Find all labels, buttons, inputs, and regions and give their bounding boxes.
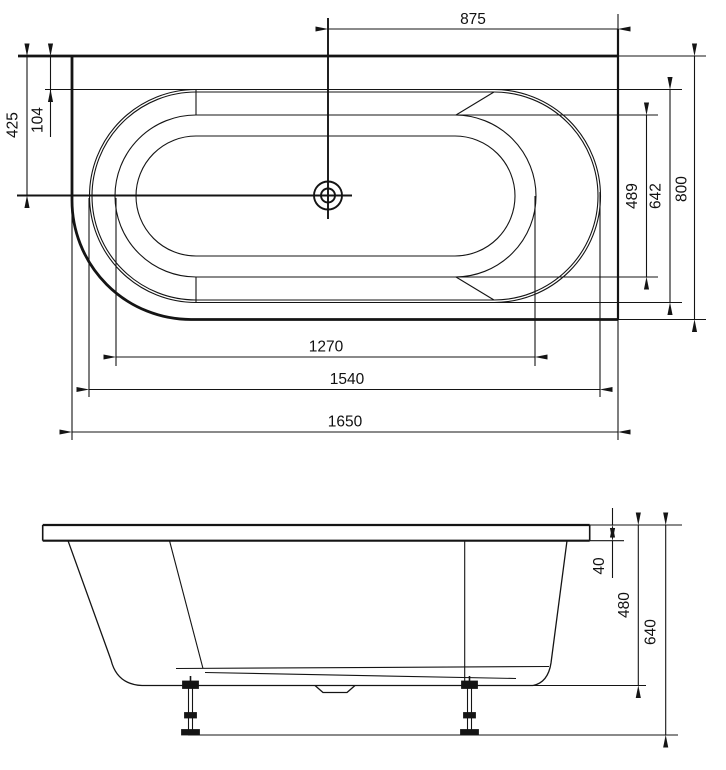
- dim-label-640: 640: [643, 619, 660, 645]
- interior-bottom-line: [175, 665, 550, 670]
- inner-wall-line: [168, 540, 204, 669]
- drain-symbol: [17, 18, 352, 219]
- dim-label-800: 800: [674, 176, 691, 202]
- basin-floor-right-arc: [454, 135, 516, 257]
- foot-right: [460, 676, 479, 736]
- dim-label-40: 40: [591, 557, 608, 575]
- plan-dimension-lines: [24, 26, 698, 435]
- side-dimension-labels: 40 480 640: [591, 557, 660, 645]
- shell-left-wall: [67, 540, 143, 687]
- side-view: 40 480 640: [41, 508, 682, 748]
- backrest-chamfer-top: [455, 91, 495, 116]
- backrest-chamfer-bottom: [455, 276, 495, 301]
- drain-waste-fitting: [314, 685, 356, 694]
- plan-view: 875 425 104 489 642 800 1270 1540 1650: [5, 11, 706, 440]
- dim-label-1540: 1540: [330, 371, 365, 388]
- basin-inner-right-arc: [454, 114, 537, 278]
- dim-label-480: 480: [616, 592, 633, 618]
- dim-label-642: 642: [648, 183, 665, 209]
- tub-outer-outline: [18, 29, 620, 321]
- dim-label-1270: 1270: [309, 339, 344, 356]
- basin-rim-right-arc: [493, 88, 602, 304]
- rim-slab: [41, 523, 591, 542]
- plan-dimension-labels: 875 425 104 489 642 800 1270 1540 1650: [5, 11, 691, 431]
- foot-base-pad: [181, 729, 200, 736]
- dim-label-875: 875: [460, 11, 486, 28]
- side-extension-lines: [188, 524, 682, 736]
- dim-label-425: 425: [5, 112, 22, 138]
- tub-left-rounded-edge: [70, 56, 618, 321]
- foot-left: [181, 676, 200, 736]
- foot-adjust-nut: [463, 712, 476, 719]
- shell-right-wall: [532, 540, 568, 687]
- foot-base-pad: [460, 729, 479, 736]
- foot-adjust-nut: [184, 712, 197, 719]
- side-dimension-lines: [609, 508, 669, 748]
- shell-outline: [67, 540, 568, 694]
- dim-label-104: 104: [30, 107, 47, 133]
- dim-label-1650: 1650: [328, 414, 363, 431]
- foot-top-bracket: [182, 680, 199, 689]
- plan-extension-lines: [49, 14, 706, 440]
- dim-label-489: 489: [624, 183, 641, 209]
- foot-top-bracket: [461, 680, 478, 689]
